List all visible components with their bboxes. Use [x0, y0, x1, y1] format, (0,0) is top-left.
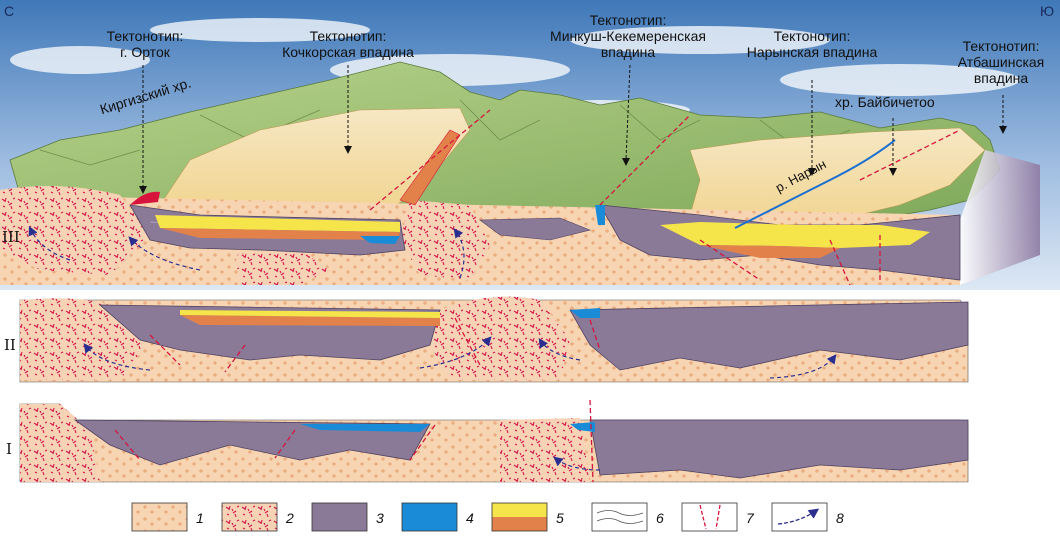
folded-complex — [73, 419, 431, 466]
legend-swatch-7 — [681, 502, 738, 532]
legend-num-8: 8 — [836, 510, 844, 526]
folded-complex — [569, 301, 969, 371]
legend-num-3: 3 — [376, 510, 384, 526]
leader-lines — [142, 64, 1004, 188]
stage-label-1: I — [6, 440, 12, 458]
leader-heads — [139, 126, 1007, 194]
granite-body — [500, 418, 590, 482]
stage-label-3: III — [2, 228, 20, 246]
legend-swatch-1 — [131, 502, 188, 532]
folded-complex — [589, 419, 969, 479]
south-label: Ю — [1040, 3, 1055, 19]
naryn-basin-surface — [689, 127, 986, 229]
faults — [369, 109, 961, 286]
label-naryn-basin: Тектонотип:Нарынская впадина — [746, 28, 878, 60]
legend-swatch-6 — [591, 502, 648, 532]
granite-body — [0, 186, 150, 275]
magma-arrows — [553, 456, 601, 471]
legend-num-5: 5 — [556, 510, 564, 526]
sediment-orange — [700, 245, 840, 258]
sediment-blue — [300, 424, 430, 432]
legend-num-2: 2 — [286, 510, 294, 526]
label-kochkor: Тектонотип:Кочкорская впадина — [282, 28, 414, 60]
granite-body — [430, 296, 570, 380]
naryn-river — [734, 139, 896, 229]
legend-num-4: 4 — [466, 510, 474, 526]
granite-body — [400, 200, 490, 280]
legend-swatch-2 — [221, 502, 278, 532]
legend-swatch-3 — [311, 502, 368, 532]
legend-swatch-8 — [771, 502, 828, 532]
faults — [114, 399, 594, 483]
legend — [131, 502, 828, 532]
stage-label-2: II — [4, 336, 16, 354]
legend-num-6: 6 — [656, 510, 664, 526]
sediment-blue — [570, 308, 600, 318]
magma-arrows — [28, 225, 465, 279]
sediment-blue — [360, 236, 400, 244]
legend-swatch-5a — [492, 503, 547, 517]
legend-num-7: 7 — [746, 510, 754, 526]
sediment-yellow — [180, 310, 440, 318]
granite-body — [20, 404, 100, 482]
legend-swatch-5b — [492, 517, 547, 531]
sediment-orange — [180, 315, 440, 326]
label-baybichetoo: хр. Байбичетоо — [835, 94, 935, 110]
sediment-blue — [595, 205, 605, 225]
ortok-uplift — [130, 191, 160, 205]
sediment-orange — [160, 228, 400, 240]
label-ortok: Тектонотип:г. Орток — [106, 28, 184, 60]
tilted-beds — [399, 129, 461, 206]
legend-swatch-4 — [401, 502, 458, 532]
granite-body — [235, 250, 330, 285]
block-side-face — [960, 150, 1040, 285]
sediment-yellow — [660, 222, 930, 248]
sediment-blue — [570, 422, 595, 432]
folded-complex — [479, 217, 591, 241]
north-label: С — [4, 3, 15, 19]
magma-arrows — [83, 336, 837, 379]
faults — [149, 317, 601, 373]
sediment-yellow — [155, 215, 400, 232]
legend-num-1: 1 — [196, 510, 204, 526]
